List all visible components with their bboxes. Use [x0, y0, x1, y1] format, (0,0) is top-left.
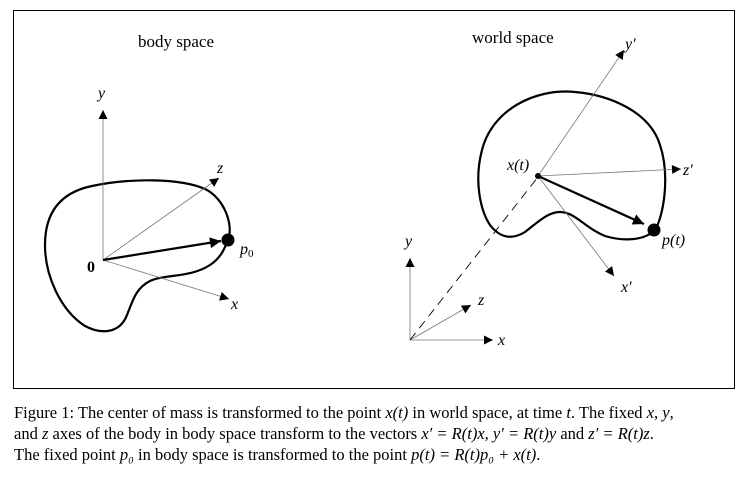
body-p0-label: p0 — [239, 241, 254, 260]
figure-diagram: body space 0 y z x p0 world space y z x … — [13, 10, 735, 389]
world-xt-dashed-line — [409, 176, 539, 341]
caption-text: in body space is transformed to the poin… — [133, 445, 412, 464]
body-p0-label-main: p — [239, 241, 248, 258]
world-blob — [477, 90, 667, 241]
body-origin-label: 0 — [87, 259, 95, 276]
world-xprime-axis — [537, 175, 615, 277]
world-pt-vector — [537, 174, 645, 226]
world-z-label: z — [477, 292, 485, 309]
body-p0-vector — [102, 237, 222, 262]
world-space-title: world space — [472, 28, 554, 47]
body-space-title: body space — [138, 32, 214, 51]
caption-text: , — [669, 403, 674, 422]
caption-text: . The fixed — [570, 403, 647, 422]
body-z-label: z — [216, 160, 224, 177]
body-blob — [43, 179, 231, 333]
world-yprime-axis — [537, 49, 625, 177]
figure-frame — [13, 10, 735, 389]
caption-math-eq-x: x′ = R(t)x — [421, 424, 485, 443]
world-zprime-label: z′ — [682, 162, 693, 179]
caption-text: in world space, at time — [408, 403, 567, 422]
caption-text: and — [14, 424, 42, 443]
caption-text: Figure 1: The center of mass is transfor… — [14, 403, 386, 422]
caption-math-xt: x(t) — [385, 403, 409, 422]
caption-text: . — [649, 424, 654, 443]
caption-text: The fixed point — [14, 445, 120, 464]
caption-line-2: and z axes of the body in body space tra… — [14, 423, 742, 444]
world-xt-label: x(t) — [506, 157, 529, 174]
caption-line-1: Figure 1: The center of mass is transfor… — [14, 402, 742, 423]
body-x-label: x — [230, 296, 238, 313]
body-x-axis — [102, 259, 230, 301]
caption-math-z: z — [41, 424, 49, 443]
caption-text: , — [654, 403, 663, 422]
caption-math-x: x — [646, 403, 655, 422]
caption-text: and — [556, 424, 589, 443]
body-z-axis — [102, 177, 220, 261]
caption-math-eq-pt: p(t) = R(t)p₀ + x(t) — [411, 445, 537, 464]
body-y-label: y — [96, 85, 106, 102]
body-p0-label-sub: 0 — [248, 248, 254, 260]
world-xprime-label: x′ — [620, 279, 632, 296]
body-p0-point — [221, 233, 235, 247]
world-zprime-axis — [537, 164, 682, 177]
caption-math-y: y — [662, 403, 670, 422]
caption-math-eq-y: y′ = R(t)y — [492, 424, 557, 443]
world-pt-label: p(t) — [661, 232, 685, 249]
caption-line-3: The fixed point p₀ in body space is tran… — [14, 444, 742, 465]
world-pt-point — [647, 223, 661, 237]
caption-text: , — [484, 424, 493, 443]
caption-text: axes of the body in body space transform… — [48, 424, 422, 443]
caption-math-p0: p₀ — [119, 445, 134, 464]
world-yprime-label: y′ — [623, 36, 636, 53]
caption-text: . — [536, 445, 541, 464]
world-x-label: x — [497, 332, 505, 349]
world-y-label: y — [403, 233, 413, 250]
figure-caption: Figure 1: The center of mass is transfor… — [14, 402, 742, 465]
caption-math-eq-z: z′ = R(t)z — [588, 424, 650, 443]
world-xt-point — [535, 173, 541, 179]
caption-math-t: t — [566, 403, 571, 422]
world-z-axis — [409, 304, 472, 341]
